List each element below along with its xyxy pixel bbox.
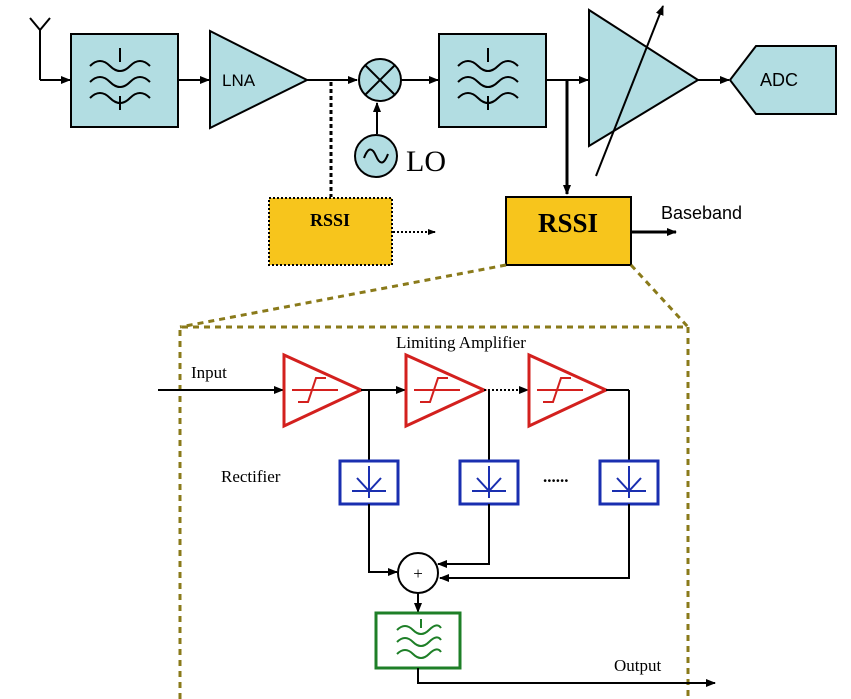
- zoom-outline: [178, 263, 690, 699]
- adder-label: +: [413, 564, 423, 583]
- variable-gain-amplifier: [588, 5, 700, 177]
- input-label: Input: [191, 363, 227, 382]
- adc-label: ADC: [760, 70, 798, 90]
- rssi-main-block: RSSI: [505, 196, 632, 266]
- output-label: Output: [614, 656, 662, 675]
- limiter-icon: [292, 377, 338, 403]
- rectifier-1: [338, 459, 400, 506]
- diode-icon: [612, 466, 646, 498]
- lna-amplifier: LNA: [209, 29, 310, 130]
- rectifier-3: [598, 459, 660, 506]
- rectifier-2: [458, 459, 520, 506]
- adc-block: ADC: [728, 45, 837, 115]
- wire-output: [417, 668, 716, 687]
- wire-rect3-adder: [439, 504, 630, 582]
- rssi-alt-label: RSSI: [310, 210, 350, 230]
- rssi-alt-block: RSSI: [268, 197, 393, 266]
- adder-icon: +: [397, 552, 439, 594]
- local-oscillator: LO: [354, 134, 446, 178]
- lo-label: LO: [406, 145, 446, 178]
- diode-icon: [472, 466, 506, 498]
- rectifier-label: Rectifier: [221, 467, 281, 486]
- wire-rect1-adder: [368, 504, 398, 576]
- lowpass-filter: [374, 611, 462, 670]
- filter-icon: [89, 48, 151, 110]
- bandpass-filter-1: [70, 33, 179, 128]
- variable-arrow-icon: [595, 5, 664, 177]
- filter-icon: [457, 48, 519, 110]
- antenna-icon: [29, 17, 51, 80]
- limiter-icon: [537, 377, 583, 403]
- mixer-icon: [358, 58, 402, 102]
- lna-label: LNA: [222, 71, 256, 90]
- limiter-icon: [414, 377, 460, 403]
- ellipsis-label: ......: [543, 467, 569, 486]
- baseband-label: Baseband: [661, 203, 742, 223]
- limiter-stage-1: [282, 352, 365, 429]
- filter-icon: [396, 619, 442, 659]
- wire-rect2-adder: [437, 504, 490, 568]
- rssi-main-label: RSSI: [538, 208, 598, 238]
- limiter-stage-3: [527, 352, 610, 429]
- limiting-amplifier-label: Limiting Amplifier: [396, 333, 526, 352]
- diode-icon: [352, 466, 386, 498]
- bandpass-filter-2: [438, 33, 547, 128]
- limiter-stage-2: [404, 352, 488, 429]
